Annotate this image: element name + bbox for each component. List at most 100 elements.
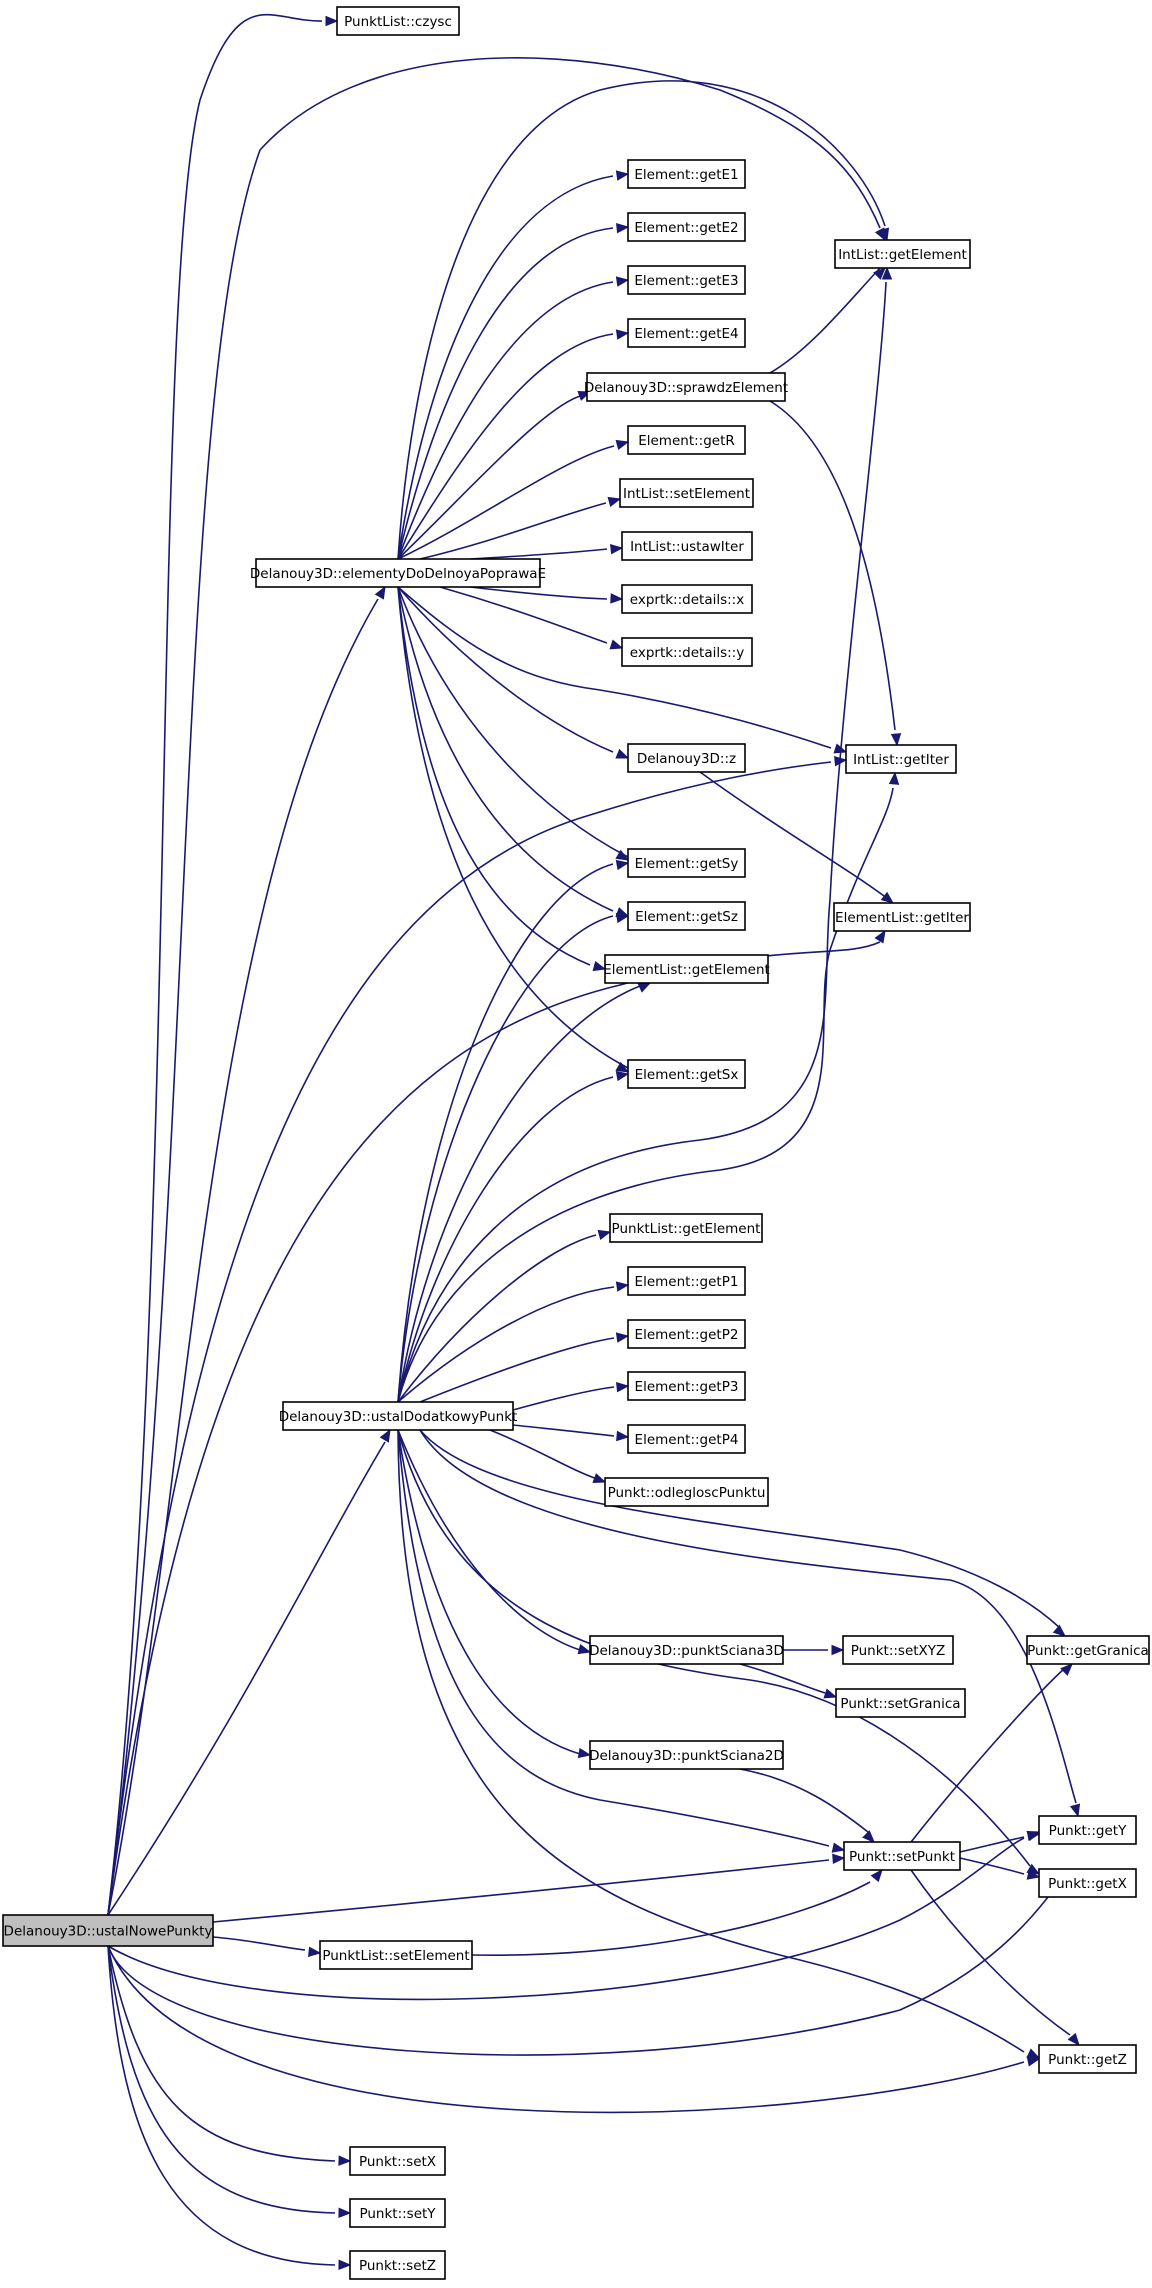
node-box — [843, 1841, 961, 1871]
edge-line — [107, 13, 323, 1916]
node-label: Delanouy3D::z — [637, 751, 736, 767]
arrowhead-icon — [1067, 2032, 1080, 2047]
arrowhead-icon — [873, 267, 886, 280]
node-n37[interactable]: Punkt::getZ — [1038, 2044, 1137, 2074]
node-n36[interactable]: PunktList::setElement — [319, 1940, 473, 1970]
edge-n2-n20 — [397, 586, 630, 1073]
node-box — [835, 1688, 966, 1718]
node-label: Delanouy3D::sprawdzElement — [584, 380, 788, 396]
node-n35[interactable]: Punkt::getX — [1038, 1868, 1137, 1898]
arrowhead-icon — [878, 227, 890, 242]
arrowhead-icon — [832, 1853, 846, 1865]
node-n9[interactable]: IntList::setElement — [619, 478, 754, 508]
edge-line — [397, 787, 894, 1403]
node-n26[interactable]: Delanouy3D::ustalDodatkowyPunkt — [279, 1401, 518, 1431]
node-box — [319, 1940, 473, 1970]
node-box — [586, 372, 786, 402]
edge-line — [397, 1429, 581, 1651]
node-box — [349, 2198, 446, 2228]
arrowhead-icon — [610, 593, 624, 604]
node-n25[interactable]: Element::getP4 — [627, 1424, 746, 1454]
edge-n0-n37 — [107, 1945, 1041, 2114]
node-n18[interactable]: Element::getSz — [627, 901, 746, 931]
node-label: IntList::getElement — [838, 247, 967, 263]
edge-n26-n17 — [397, 859, 630, 1403]
node-label: Punkt::getX — [1048, 1876, 1127, 1892]
node-n1[interactable]: PunktList::czysc — [336, 6, 460, 36]
edge-line — [419, 1429, 1061, 1629]
edge-n7-n14 — [769, 267, 886, 374]
node-n27[interactable]: Punkt::odlegloscPunktu — [604, 1477, 769, 1507]
edge-line — [469, 548, 608, 560]
node-n19[interactable]: ElementList::getElement — [603, 954, 770, 984]
arrowhead-icon — [616, 1381, 630, 1393]
node-label: Punkt::getY — [1049, 1823, 1127, 1839]
node-n5[interactable]: Element::getE3 — [627, 265, 746, 295]
node-n22[interactable]: Element::getP1 — [627, 1266, 746, 1296]
node-box — [627, 265, 746, 295]
node-n8[interactable]: Element::getR — [627, 425, 746, 455]
edge-n26-n20 — [397, 1070, 630, 1403]
node-n29[interactable]: Punkt::setXYZ — [842, 1635, 954, 1665]
edge-line — [397, 1429, 830, 1847]
node-n10[interactable]: IntList::ustawIter — [621, 531, 753, 561]
node-box — [619, 478, 754, 508]
node-n30[interactable]: Punkt::setGranica — [835, 1688, 966, 1718]
node-n11[interactable]: exprtk::details::x — [621, 584, 753, 614]
node-n6[interactable]: Element::getE4 — [627, 318, 746, 348]
node-label: Punkt::setGranica — [840, 1696, 960, 1712]
node-n23[interactable]: Element::getP2 — [627, 1319, 746, 1349]
node-n32[interactable]: Delanouy3D::punktSciana2D — [589, 1740, 784, 1770]
node-label: Element::getSy — [635, 856, 739, 872]
edge-n26-n15 — [397, 771, 900, 1403]
edge-n0-n33 — [212, 1853, 846, 1923]
edge-line — [397, 586, 832, 749]
node-n16[interactable]: ElementList::getIter — [833, 902, 971, 932]
node-n4[interactable]: Element::getE2 — [627, 212, 746, 242]
node-n13[interactable]: Delanouy3D::z — [627, 743, 746, 773]
node-n2[interactable]: Delanouy3D::elementyDoDelnoyaPoprawaE — [250, 558, 546, 588]
node-n31[interactable]: Punkt::getGranica — [1026, 1635, 1150, 1665]
arrowhead-icon — [1026, 1830, 1041, 1842]
edge-line — [419, 502, 607, 560]
edge-n2-n9 — [419, 496, 622, 560]
edge-line — [397, 395, 581, 560]
edge-line — [397, 1076, 614, 1403]
node-n12[interactable]: exprtk::details::y — [621, 637, 753, 667]
node-n17[interactable]: Element::getSy — [627, 848, 746, 878]
node-n20[interactable]: Element::getSx — [627, 1059, 746, 1089]
arrowhead-icon — [592, 1473, 607, 1483]
arrowhead-icon — [862, 1830, 875, 1843]
node-n21[interactable]: PunktList::getElement — [609, 1213, 763, 1243]
arrowhead-icon — [823, 1688, 838, 1699]
node-n0[interactable]: Delanouy3D::ustalNowePunkty — [2, 1914, 214, 1947]
edge-line — [397, 586, 614, 753]
node-box — [609, 1213, 763, 1243]
arrowhead-icon — [1052, 1624, 1067, 1637]
node-box — [845, 744, 957, 774]
node-n28[interactable]: Delanouy3D::punktSciana3D — [589, 1635, 784, 1665]
edge-n7-n15 — [769, 400, 902, 747]
node-n3[interactable]: Element::getE1 — [627, 159, 746, 189]
node-n24[interactable]: Element::getP3 — [627, 1371, 746, 1401]
node-label: Punkt::setPunkt — [849, 1849, 955, 1865]
node-label: PunktList::getElement — [612, 1221, 761, 1237]
node-n14[interactable]: IntList::getElement — [834, 239, 971, 269]
node-label: Punkt::setZ — [359, 2258, 436, 2274]
edge-line — [959, 1857, 1025, 1875]
node-n15[interactable]: IntList::getIter — [845, 744, 957, 774]
node-n7[interactable]: Delanouy3D::sprawdzElement — [584, 372, 788, 402]
node-n40[interactable]: Punkt::setZ — [349, 2250, 446, 2280]
edge-line — [107, 57, 881, 1916]
edge-line — [397, 863, 614, 1403]
arrowhead-icon — [1026, 1869, 1041, 1880]
node-n34[interactable]: Punkt::getY — [1038, 1815, 1137, 1845]
edge-line — [107, 1837, 1025, 2001]
edge-n33-n34 — [959, 1830, 1041, 1853]
node-n38[interactable]: Punkt::setX — [349, 2146, 446, 2176]
node-n39[interactable]: Punkt::setY — [349, 2198, 446, 2228]
arrowhead-icon — [615, 1332, 630, 1343]
edge-n26-n34 — [419, 1429, 1081, 1818]
node-n33[interactable]: Punkt::setPunkt — [843, 1841, 961, 1871]
edge-line — [419, 1337, 615, 1403]
